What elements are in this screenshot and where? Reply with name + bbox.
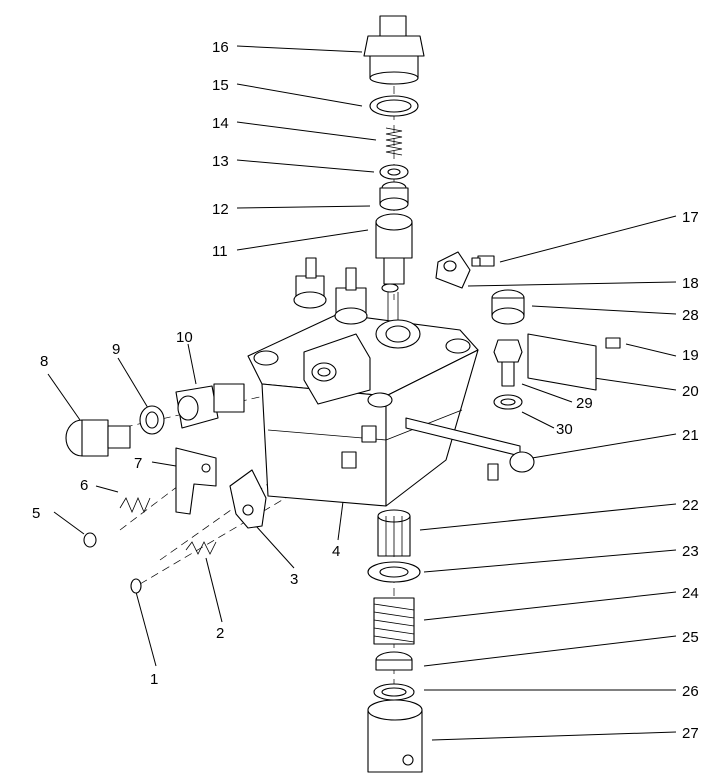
callout-labels: 1 2 3 4 5 6 7 8 9 10 11 12 13 14 15 16 1… [32,39,699,742]
callout-6: 6 [80,477,88,494]
callout-30: 30 [556,421,573,438]
callout-22: 22 [682,497,699,514]
leader-lines [47,45,677,741]
callout-19: 19 [682,347,699,364]
callout-4: 4 [332,543,340,560]
callout-15: 15 [212,77,229,94]
lower-plunger-stack [367,509,423,773]
callout-7: 7 [134,455,142,472]
callout-13: 13 [212,153,229,170]
callout-27: 27 [682,725,699,742]
callout-5: 5 [32,505,40,522]
callout-23: 23 [682,543,699,560]
callout-28: 28 [682,307,699,324]
pump-body [247,257,479,507]
callout-11: 11 [212,243,228,260]
callout-12: 12 [212,201,229,218]
callout-8: 8 [40,353,48,370]
upper-valve-stack [363,15,425,320]
callout-3: 3 [290,571,298,588]
screw-and-cap-set [491,289,525,410]
callout-1: 1 [150,671,158,688]
cover-plate [435,251,495,289]
callout-20: 20 [682,383,699,400]
callout-24: 24 [682,585,699,602]
callout-17: 17 [682,209,699,226]
bracket-plate [527,333,621,391]
callout-29: 29 [576,395,593,412]
callout-9: 9 [112,341,120,358]
callout-21: 21 [682,427,699,444]
lever-and-spring-set [83,447,267,594]
callout-2: 2 [216,625,224,642]
control-shaft [405,417,535,481]
callout-18: 18 [682,275,699,292]
callout-25: 25 [682,629,699,646]
callout-16: 16 [212,39,229,56]
callout-10: 10 [176,329,193,346]
callout-26: 26 [682,683,699,700]
callout-14: 14 [212,115,229,132]
banjo-fitting-set [65,383,245,457]
